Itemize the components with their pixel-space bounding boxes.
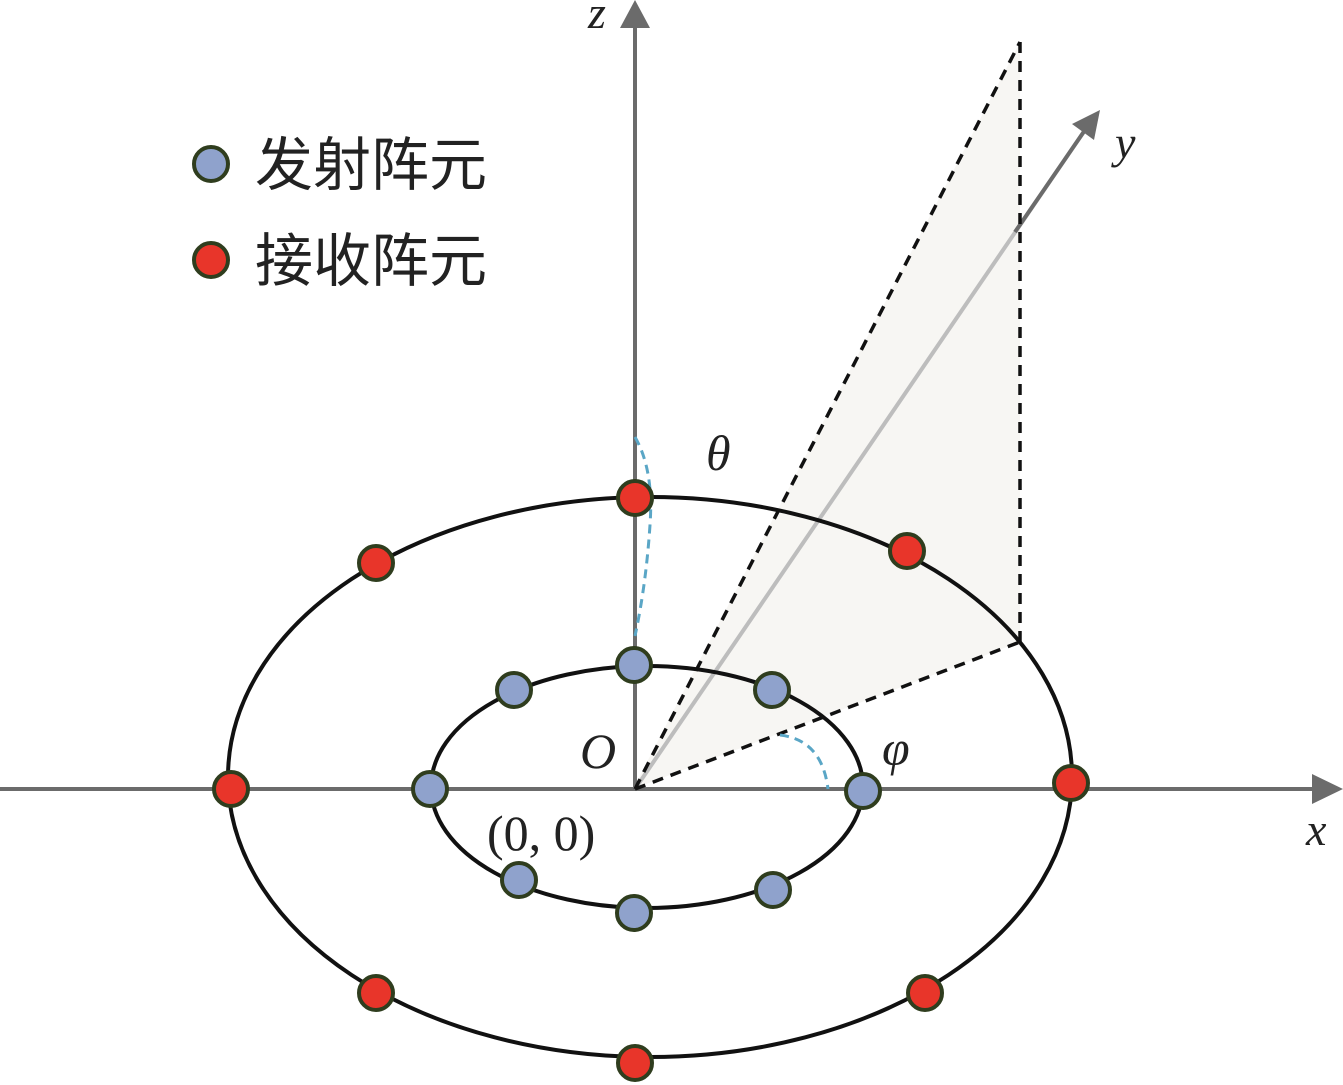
- z-axis-label: z: [587, 0, 606, 38]
- x-axis-label: x: [1305, 804, 1327, 855]
- direction-vector-dashed: [633, 41, 1022, 790]
- legend-transmit-marker: [192, 145, 230, 183]
- transmit-element: [615, 894, 653, 932]
- receive-elements: [212, 479, 1090, 1082]
- projection-dashed: [634, 640, 1021, 791]
- transmit-element: [753, 671, 791, 709]
- receive-element: [1052, 764, 1090, 802]
- legend: 发射阵元 接收阵元: [192, 131, 487, 295]
- receive-element: [357, 544, 395, 582]
- theta-arc: [633, 436, 653, 637]
- y-axis-arrowhead: [1072, 110, 1100, 140]
- x-axis-arrowhead: [1312, 774, 1343, 804]
- transmit-elements: [411, 646, 882, 932]
- origin-coordinate-label: (0, 0): [487, 805, 595, 861]
- receive-element: [616, 479, 654, 517]
- y-axis-lower: [633, 128, 1087, 791]
- receive-element: [357, 974, 395, 1012]
- legend-receive-marker: [192, 241, 230, 279]
- transmit-element: [495, 671, 533, 709]
- origin-label: O: [580, 723, 616, 779]
- legend-transmit-label: 发射阵元: [255, 131, 487, 199]
- receive-element: [616, 1044, 654, 1082]
- transmit-element: [754, 871, 792, 909]
- receive-element: [906, 974, 944, 1012]
- y-axis-upper: [1013, 128, 1087, 234]
- receive-element: [212, 770, 250, 808]
- z-axis-arrowhead: [620, 0, 650, 28]
- transmit-element: [615, 646, 653, 684]
- phi-label: φ: [882, 720, 910, 776]
- receive-element: [888, 532, 926, 570]
- y-axis-label: y: [1111, 117, 1136, 168]
- transmit-element: [411, 770, 449, 808]
- transmit-element: [500, 861, 538, 899]
- phi-arc: [779, 733, 830, 790]
- legend-receive-label: 接收阵元: [255, 227, 487, 295]
- theta-label: θ: [706, 425, 731, 481]
- transmit-element: [844, 772, 882, 810]
